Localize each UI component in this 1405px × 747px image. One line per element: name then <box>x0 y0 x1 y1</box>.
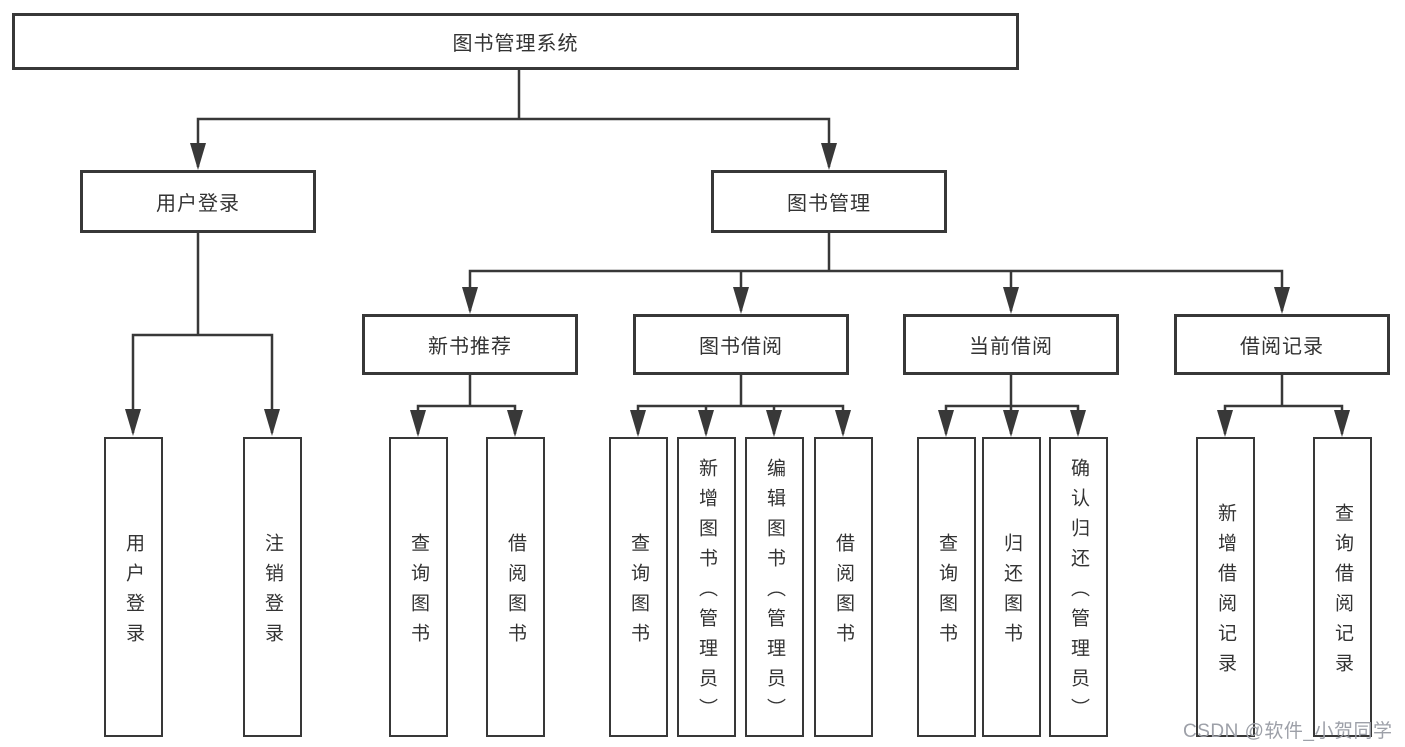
leaf-borrow-query-books: 查询图书 <box>609 437 668 737</box>
node-new-book-recommend: 新书推荐 <box>362 314 578 375</box>
leaf-confirm-return-admin-label: 确认归还（管理员） <box>1068 457 1089 728</box>
leaf-borrow-books: 借阅图书 <box>814 437 873 737</box>
node-root-label: 图书管理系统 <box>452 33 579 55</box>
leaf-add-borrow-record: 新增借阅记录 <box>1196 437 1255 737</box>
csdn-watermark: CSDN @软件_小贺同学 <box>1183 721 1393 742</box>
node-current-borrowing: 当前借阅 <box>903 314 1119 375</box>
node-user-login-label: 用户登录 <box>156 193 240 215</box>
node-book-management: 图书管理 <box>711 170 947 233</box>
connector-book-borrow <box>636 375 845 434</box>
node-current-borrowing-label: 当前借阅 <box>969 336 1053 358</box>
leaf-user-login-label: 用户登录 <box>123 532 144 653</box>
leaf-return-books: 归还图书 <box>982 437 1041 737</box>
leaf-recommend-query-books: 查询图书 <box>389 437 448 737</box>
leaf-add-books-admin-label: 新增图书（管理员） <box>696 457 717 728</box>
node-book-management-label: 图书管理 <box>787 193 871 215</box>
node-book-borrowing: 图书借阅 <box>633 314 849 375</box>
leaf-logout: 注销登录 <box>243 437 302 737</box>
connector-new-book-rec <box>416 375 517 434</box>
leaf-current-query-books-label: 查询图书 <box>936 532 957 653</box>
leaf-add-borrow-record-label: 新增借阅记录 <box>1215 502 1236 683</box>
node-root: 图书管理系统 <box>12 13 1019 70</box>
leaf-user-login: 用户登录 <box>104 437 163 737</box>
leaf-query-borrow-records-label: 查询借阅记录 <box>1332 502 1353 683</box>
node-borrowing-records-label: 借阅记录 <box>1240 336 1324 358</box>
leaf-recommend-borrow-books: 借阅图书 <box>486 437 545 737</box>
leaf-query-borrow-records: 查询借阅记录 <box>1313 437 1372 737</box>
leaf-current-query-books: 查询图书 <box>917 437 976 737</box>
connector-user-login <box>131 233 274 433</box>
connector-book-mgmt <box>468 233 1284 311</box>
leaf-recommend-query-books-label: 查询图书 <box>408 532 429 653</box>
node-borrowing-records: 借阅记录 <box>1174 314 1390 375</box>
leaf-add-books-admin: 新增图书（管理员） <box>677 437 736 737</box>
leaf-recommend-borrow-books-label: 借阅图书 <box>505 532 526 653</box>
connector-root-bar <box>196 117 831 167</box>
node-user-login: 用户登录 <box>80 170 316 233</box>
connector-borrow-records <box>1223 375 1344 434</box>
leaf-edit-books-admin-label: 编辑图书（管理员） <box>764 457 785 728</box>
node-new-book-recommend-label: 新书推荐 <box>428 336 512 358</box>
node-book-borrowing-label: 图书借阅 <box>699 336 783 358</box>
leaf-logout-label: 注销登录 <box>262 532 283 653</box>
leaf-edit-books-admin: 编辑图书（管理员） <box>745 437 804 737</box>
leaf-borrow-books-label: 借阅图书 <box>833 532 854 653</box>
leaf-borrow-query-books-label: 查询图书 <box>628 532 649 653</box>
leaf-return-books-label: 归还图书 <box>1001 532 1022 653</box>
leaf-confirm-return-admin: 确认归还（管理员） <box>1049 437 1108 737</box>
